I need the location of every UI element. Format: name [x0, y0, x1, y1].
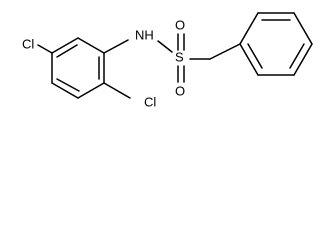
atom-o-top: O — [175, 17, 185, 32]
ring-double-bond — [56, 44, 78, 58]
ring-bond — [239, 43, 259, 76]
n-s-bond — [157, 40, 173, 53]
phenyl-ring — [239, 12, 313, 76]
c-n-bond — [103, 39, 129, 54]
ring-double-bond — [56, 78, 80, 92]
s-o-double-bond-top — [177, 33, 185, 51]
ring-bond — [77, 82, 105, 99]
ring-bond — [51, 82, 79, 99]
atom-nh: NH — [135, 27, 154, 42]
ring-bond — [51, 37, 79, 54]
c-cl-bond-left — [37, 44, 53, 54]
s-o-double-bond-bottom — [177, 65, 185, 83]
structure-canvas: Cl Cl NH S O O — [22, 12, 313, 109]
ring-double-bond — [289, 43, 305, 69]
c-cl-bond-bottom — [103, 82, 131, 99]
atom-cl-bottom: Cl — [144, 94, 156, 109]
dichlorophenyl-ring — [51, 37, 105, 99]
ring-bond — [77, 37, 105, 54]
ring-bond — [293, 43, 313, 76]
ring-bond — [239, 12, 259, 45]
ch2-phenyl-bond — [209, 43, 241, 60]
atom-cl-left: Cl — [22, 36, 34, 51]
ring-double-bond — [247, 43, 263, 69]
atom-o-bottom: O — [175, 83, 185, 98]
ring-bond — [293, 12, 313, 45]
atom-s: S — [175, 49, 184, 64]
molecule-drawing: Cl Cl NH S O O — [22, 12, 313, 109]
